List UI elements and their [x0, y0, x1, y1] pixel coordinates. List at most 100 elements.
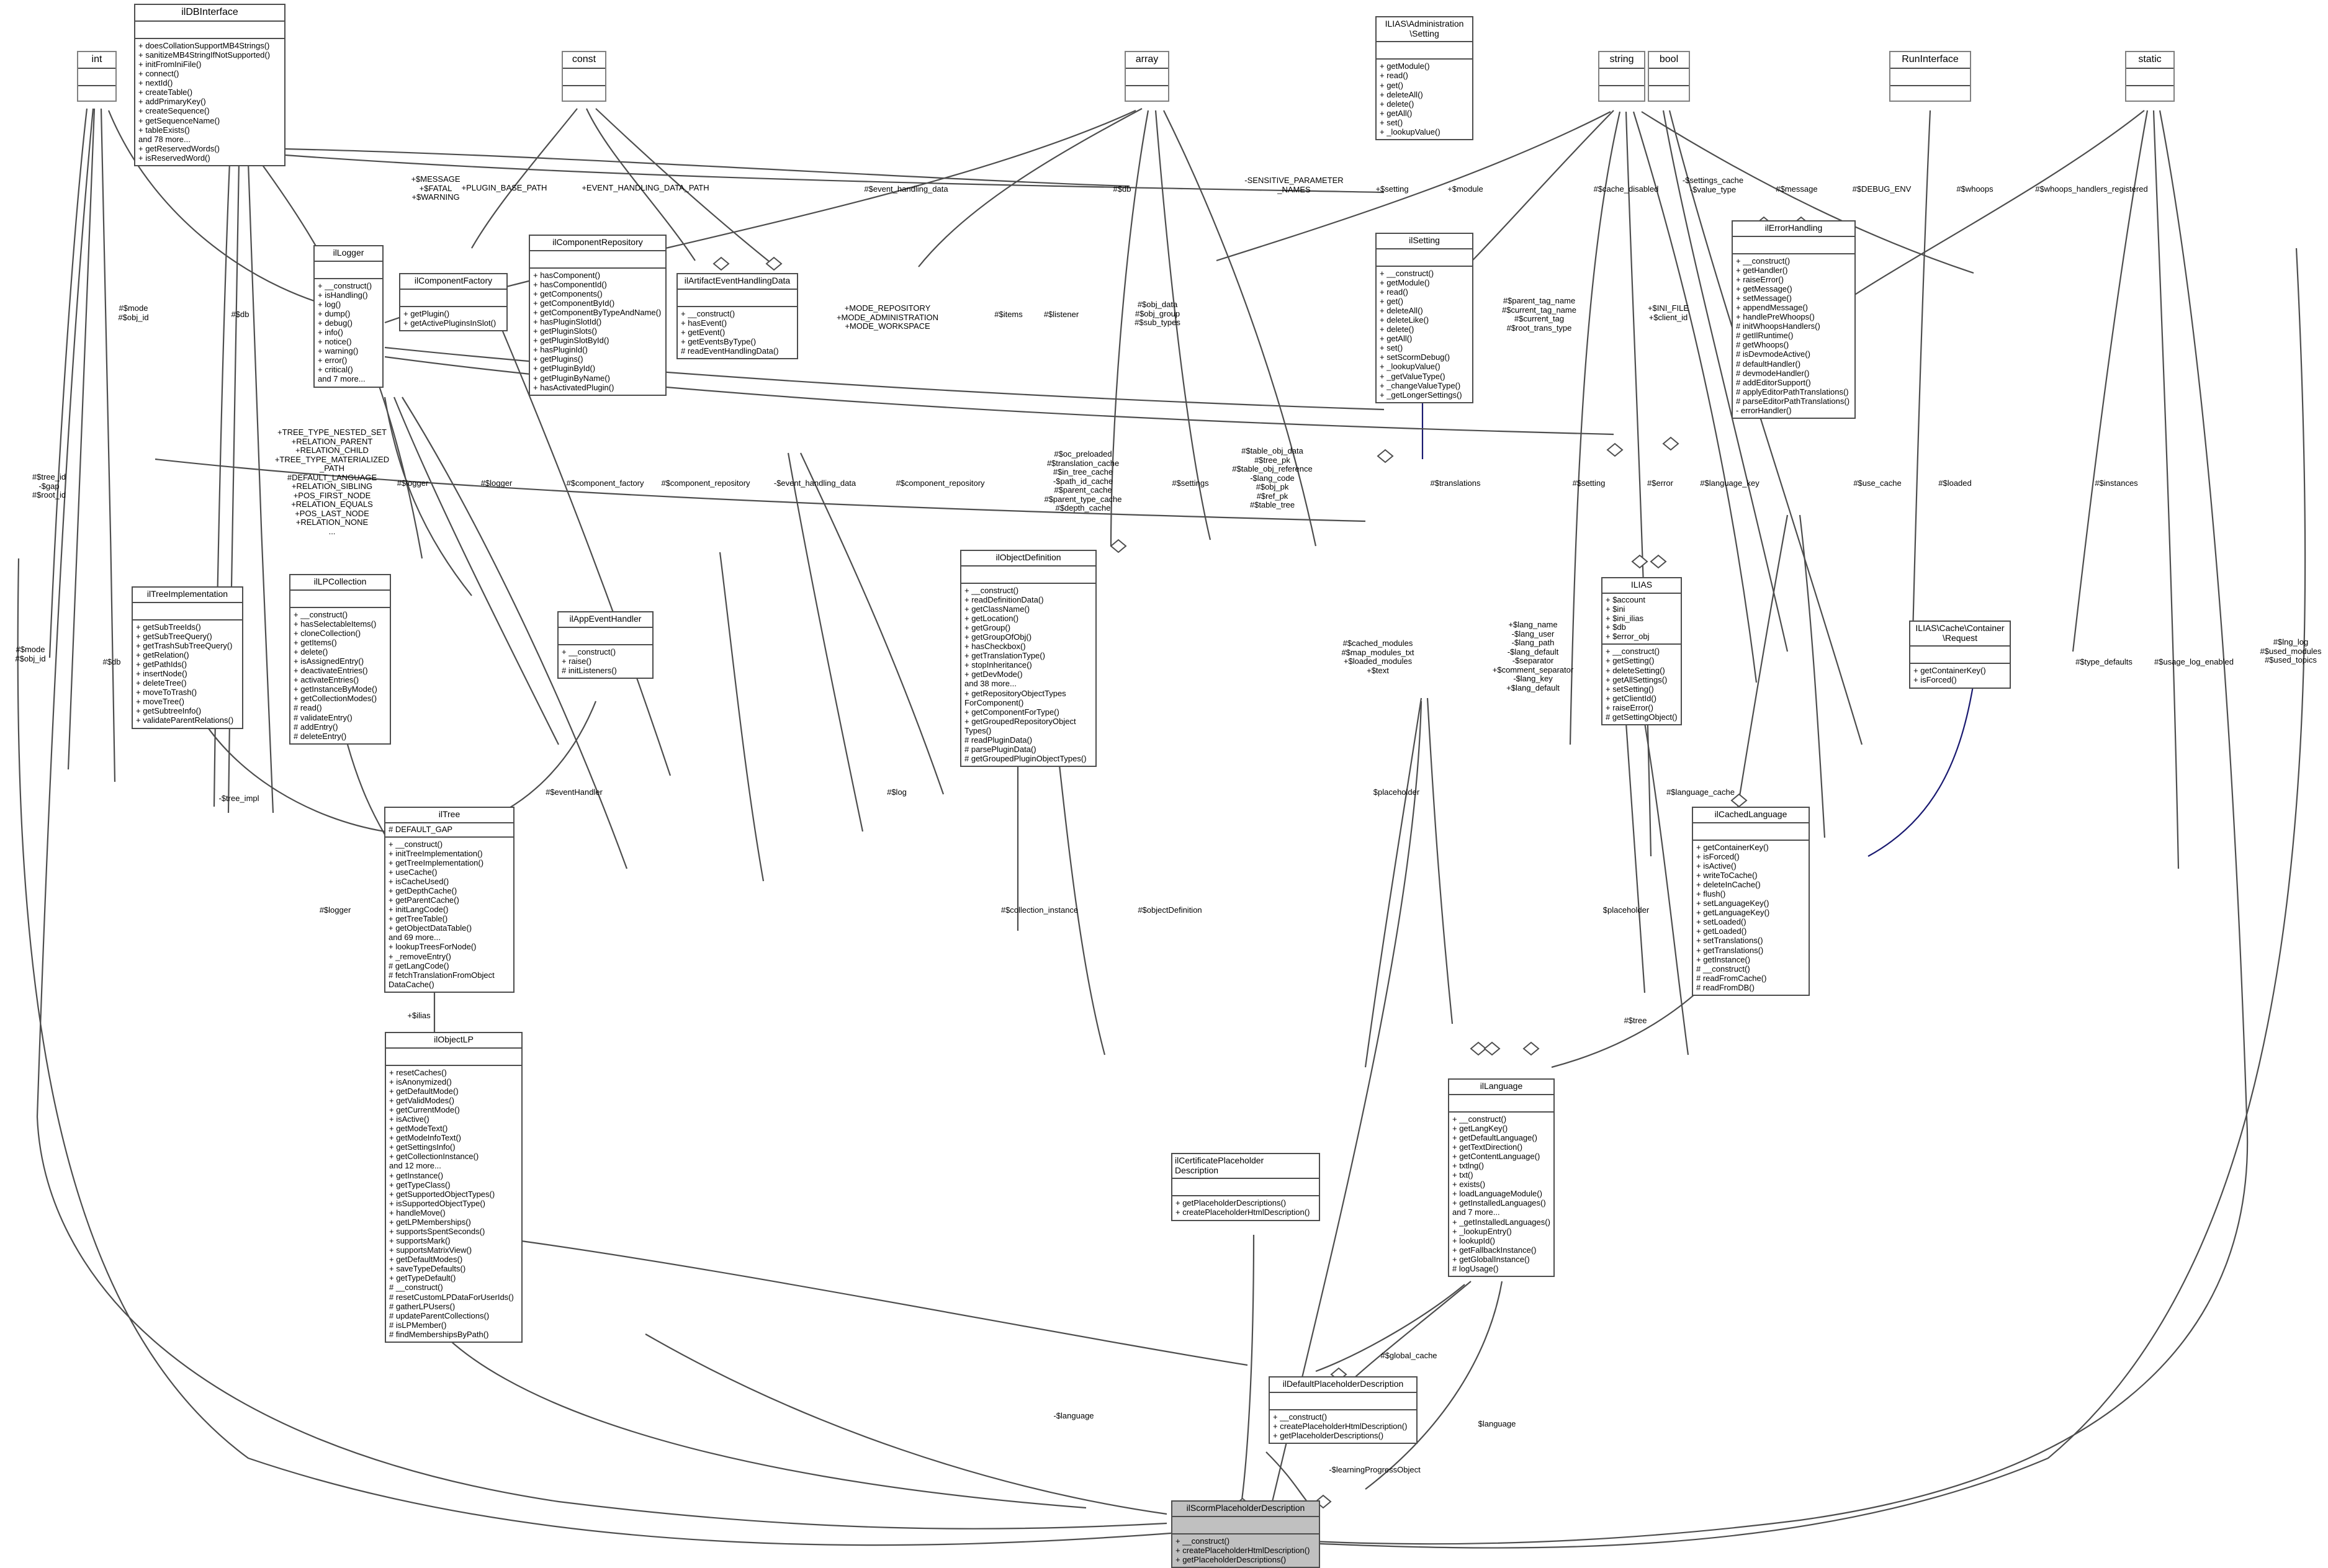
class-node-runinterface[interactable]: RunInterface [1889, 51, 1971, 102]
operation: # read() [294, 703, 322, 713]
class-node-ilobjectlp[interactable]: ilObjectLP + resetCaches() + isAnonymize… [385, 1032, 523, 1343]
operation: + read() [1380, 71, 1408, 81]
edge-label-objdata: #$obj_data #$obj_group #$sub_types [1135, 300, 1180, 328]
class-title: ilTree [385, 808, 513, 823]
class-attributes [1733, 237, 1854, 254]
edge-label-cached-modules: #$cached_modules #$map_modules_txt +$loa… [1341, 638, 1414, 675]
operation: + getComponentForType() [964, 707, 1059, 717]
operation: + getClientId() [1606, 693, 1657, 703]
class-attributes [1377, 42, 1472, 60]
edge-label-cache-disabled: #$cache_disabled [1593, 184, 1659, 194]
operation: + notice() [318, 337, 352, 347]
operation: + getComponentByTypeAndName() [533, 307, 662, 317]
class-node-ilcomponentrepository[interactable]: ilComponentRepository + hasComponent() +… [529, 235, 667, 396]
class-node-ilcomponentfactory[interactable]: ilComponentFactory + getPlugin() + getAc… [399, 273, 508, 331]
class-node-iltreeimplementation[interactable]: ilTreeImplementation + getSubTreeIds() +… [132, 586, 243, 729]
class-title: RunInterface [1890, 52, 1970, 69]
operation: # __construct() [1696, 964, 1750, 974]
class-node-array[interactable]: array [1125, 51, 1169, 102]
class-node-ilsetting[interactable]: ilSetting + __construct() + getModule() … [1375, 233, 1473, 403]
operation: + getGroupedRepositoryObject Types() [964, 716, 1076, 735]
operation: # parsePluginData() [964, 745, 1036, 754]
edge-label-db-2: #$db [102, 657, 121, 666]
edge-label-use-cache: #$use_cache [1853, 478, 1902, 488]
edge-label-event-handling-data-path: +EVENT_HANDLING_DATA_PATH [582, 183, 709, 192]
class-node-static[interactable]: static [2125, 51, 2175, 102]
class-node-ilcachedlanguage[interactable]: ilCachedLanguage + getContainerKey() + i… [1692, 807, 1810, 996]
class-title: ilSetting [1377, 234, 1472, 249]
class-title: ILIAS\Cache\Container \Request [1910, 622, 2010, 647]
edge-label-whoops-handlers-registered: #$whoops_handlers_registered [2035, 184, 2148, 194]
class-attributes: # DEFAULT_GAP [385, 823, 513, 838]
class-title: ilLogger [315, 246, 382, 262]
class-node-bool[interactable]: bool [1648, 51, 1690, 102]
operation: - errorHandler() [1736, 405, 1792, 415]
class-node-ilias-administration-setting[interactable]: ILIAS\Administration \Setting + getModul… [1375, 16, 1473, 140]
edge-label-plugin-base-path: +PLUGIN_BASE_PATH [461, 183, 547, 192]
class-node-ilscormplaceholderdescription[interactable]: ilScormPlaceholderDescription + __constr… [1171, 1500, 1320, 1568]
operation: + getContainerKey() [1696, 842, 1769, 852]
operation: + initFromIniFile() [138, 60, 202, 69]
class-operations: + hasComponent() + hasComponentId() + ge… [530, 269, 665, 395]
operation: + isCacheUsed() [389, 876, 449, 886]
operation: + isSupportedObjectType() [389, 1198, 485, 1208]
class-node-illanguage[interactable]: ilLanguage + __construct() + getLangKey(… [1448, 1078, 1555, 1277]
edge-label-instances: #$instances [2095, 478, 2138, 488]
class-attributes [290, 591, 390, 608]
class-node-ildbinterface[interactable]: ilDBInterface + doesCollationSupportMB4S… [134, 4, 285, 166]
operation: + getSetting() [1606, 656, 1655, 666]
operation: + isHandling() [318, 290, 368, 300]
edge-label-settings-1: #$settings [1172, 478, 1209, 488]
operation: + __construct() [681, 308, 735, 318]
class-node-ilappeventhandler[interactable]: ilAppEventHandler + __construct() + rais… [557, 611, 654, 679]
class-title: ilScormPlaceholderDescription [1172, 1502, 1319, 1517]
class-attributes [2126, 69, 2173, 86]
attribute: + $account [1606, 594, 1645, 604]
operation: + hasComponent() [533, 270, 601, 280]
class-node-ilartifacteventhandlingdata[interactable]: ilArtifactEventHandlingData + __construc… [676, 273, 798, 360]
operation: # getLangCode() [389, 961, 449, 970]
class-node-iltree[interactable]: ilTree # DEFAULT_GAP + __construct() + i… [384, 807, 515, 993]
class-node-illogger[interactable]: ilLogger + __construct() + isHandling() … [313, 245, 384, 388]
operation: # gatherLPUsers() [389, 1301, 456, 1311]
operation: + deleteSetting() [1606, 665, 1665, 675]
class-node-ilobjectdefinition[interactable]: ilObjectDefinition + __construct() + rea… [960, 550, 1097, 768]
operation: + getPlaceholderDescriptions() [1273, 1430, 1384, 1440]
class-title: array [1126, 52, 1168, 69]
class-node-int[interactable]: int [77, 51, 117, 102]
operation: + cloneCollection() [294, 628, 361, 638]
class-node-string[interactable]: string [1598, 51, 1645, 102]
operation: + hasSelectableItems() [294, 619, 377, 629]
class-title: ilArtifactEventHandlingData [678, 274, 797, 290]
edge-label-language-2: $language [1478, 1419, 1516, 1428]
class-node-const[interactable]: const [562, 51, 606, 102]
class-node-ilcertificateplaceholderdescription[interactable]: ilCertificatePlaceholder Description + g… [1171, 1153, 1320, 1221]
class-operations: + __construct() + getLangKey() + getDefa… [1449, 1113, 1553, 1276]
class-node-ildefaultplaceholderdescription[interactable]: ilDefaultPlaceholderDescription + __cons… [1269, 1376, 1418, 1444]
class-attributes [1377, 249, 1472, 267]
edge-label-event-handling-data-2: -$event_handling_data [773, 478, 856, 488]
operation: + setTranslations() [1696, 936, 1763, 946]
operation: + setMessage() [1736, 293, 1792, 303]
operation: + hasPluginSlotId() [533, 317, 602, 327]
operation: + _getValueType() [1380, 371, 1445, 381]
class-node-ilerrorhandling[interactable]: ilErrorHandling + __construct() + getHan… [1732, 220, 1856, 419]
edge-label-lng-log: #$lng_log #$used_modules #$used_topics [2260, 637, 2322, 665]
operation: # getSettingObject() [1606, 712, 1678, 722]
operation: + appendMessage() [1736, 303, 1808, 313]
class-node-ilias[interactable]: ILIAS + $account + $ini + $ini_ilias + $… [1601, 577, 1682, 725]
class-node-illpcollection[interactable]: ilLPCollection + __construct() + hasSele… [289, 574, 391, 745]
operation: + getLPMemberships() [389, 1217, 471, 1227]
class-operations: + __construct() + createPlaceholderHtmlD… [1172, 1534, 1319, 1567]
edge-label-placeholder-1: $placeholder [1373, 787, 1420, 797]
operation: + _lookupValue() [1380, 127, 1440, 137]
edge-label-listener: #$listener [1043, 310, 1079, 319]
operation: + supportsSpentSeconds() [389, 1227, 485, 1236]
operation: + connect() [138, 69, 179, 79]
class-node-ilias-cache-container-request[interactable]: ILIAS\Cache\Container \Request + getCont… [1909, 620, 2011, 689]
operation: + hasActivatedPlugin() [533, 382, 614, 392]
operation: + getInstance() [1696, 954, 1751, 964]
operation: + delete() [1380, 99, 1414, 109]
class-title: int [78, 52, 115, 69]
